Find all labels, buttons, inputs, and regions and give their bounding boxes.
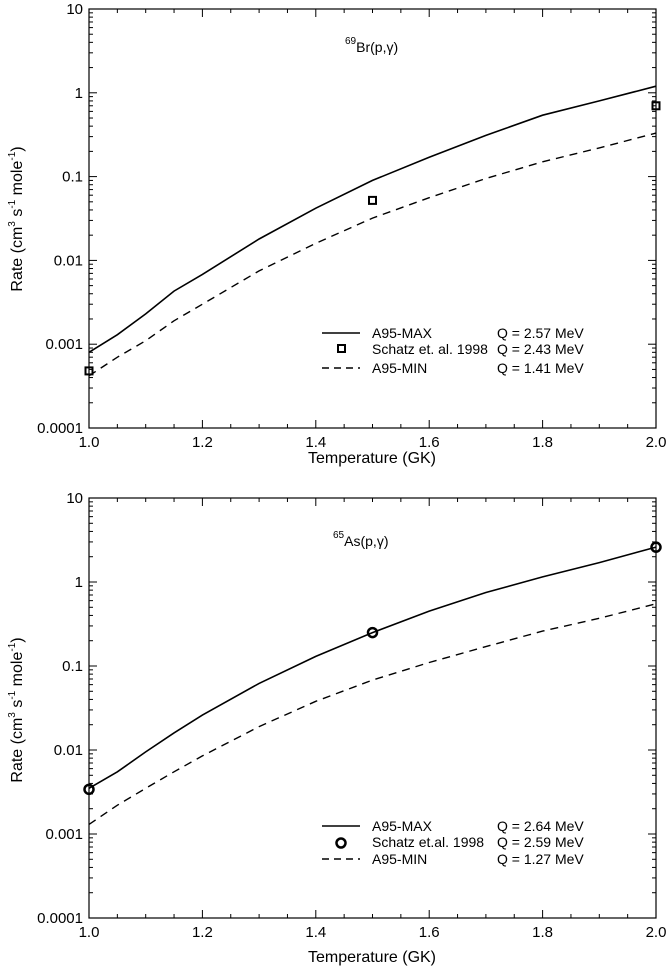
- series-layer: [83, 541, 662, 825]
- data-point-schatz: [84, 366, 94, 376]
- y-tick-label: 0.0001: [37, 910, 83, 927]
- x-tick-label: 1.6: [419, 924, 440, 941]
- legend-swatch-schatz: [337, 344, 346, 353]
- reaction-label: 69Br(p,γ): [345, 36, 398, 55]
- legend-q-max: Q = 2.57 MeV: [497, 325, 584, 341]
- x-tick-label: 1.2: [192, 924, 213, 941]
- series-layer: [84, 85, 661, 377]
- x-tick-label: 1.8: [532, 924, 553, 941]
- legend-q-schatz: Q = 2.59 MeV: [497, 834, 584, 850]
- legend-name-min: A95-MIN: [372, 360, 427, 376]
- legend-name-max: A95-MAX: [372, 325, 433, 341]
- y-tick-label: 0.01: [54, 742, 83, 759]
- y-tick-label: 10: [66, 490, 83, 507]
- axis-ticks: 1.0 1.2 1.4 1.6 1.8 2.0 0.0001 0.001 0.01 0.1 1 10: [37, 1, 666, 451]
- data-point-schatz: [650, 541, 662, 553]
- x-tick-label: 1.0: [79, 434, 100, 451]
- legend: A95-MAX Q = 2.57 MeV Schatz et. al. 1998…: [322, 325, 584, 376]
- x-tick-label: 2.0: [646, 924, 667, 941]
- data-point-schatz: [368, 195, 377, 205]
- legend-name-max: A95-MAX: [372, 818, 433, 834]
- y-tick-label: 10: [66, 1, 83, 18]
- data-point-schatz: [651, 101, 661, 111]
- y-tick-label: 0.0001: [37, 420, 83, 437]
- series-line-a95-max: [88, 546, 657, 789]
- x-tick-label: 1.0: [79, 924, 100, 941]
- axis-ticks: 1.0 1.2 1.4 1.6 1.8 2.0 0.0001 0.001 0.01 0.1 1 10: [37, 490, 666, 941]
- legend-name-min: A95-MIN: [372, 851, 427, 867]
- legend: A95-MAX Q = 2.64 MeV Schatz et.al. 1998 …: [322, 818, 584, 867]
- y-tick-label: 0.001: [45, 336, 83, 353]
- legend-swatch-schatz: [335, 837, 347, 849]
- series-line-a95-min: [88, 132, 657, 377]
- legend-q-max: Q = 2.64 MeV: [497, 818, 584, 834]
- legend-name-schatz: Schatz et.al. 1998: [372, 834, 484, 850]
- y-axis-label: Rate (cm3 s-1 mole-1): [7, 637, 26, 782]
- x-tick-label: 1.8: [532, 434, 553, 451]
- data-point-schatz: [83, 783, 95, 796]
- x-tick-label: 1.4: [305, 434, 326, 451]
- legend-q-min: Q = 1.41 MeV: [497, 360, 584, 376]
- y-tick-label: 1: [75, 85, 83, 102]
- data-point-schatz: [366, 626, 379, 639]
- series-line-a95-max: [88, 85, 657, 353]
- y-axis-label: Rate (cm3 s-1 mole-1): [7, 146, 26, 291]
- y-tick-label: 1: [75, 574, 83, 591]
- x-tick-label: 1.6: [419, 434, 440, 451]
- x-tick-label: 1.2: [192, 434, 213, 451]
- y-tick-label: 0.01: [54, 252, 83, 269]
- reaction-label: 65As(p,γ): [333, 530, 388, 549]
- x-tick-label: 2.0: [646, 434, 667, 451]
- y-tick-label: 0.1: [62, 658, 83, 675]
- y-tick-label: 0.1: [62, 169, 83, 186]
- x-tick-label: 1.4: [305, 924, 326, 941]
- x-axis-label: Temperature (GK): [308, 450, 436, 467]
- x-axis-label: Temperature (GK): [308, 949, 436, 966]
- legend-q-schatz: Q = 2.43 MeV: [497, 341, 584, 357]
- series-line-a95-min: [88, 603, 657, 825]
- legend-name-schatz: Schatz et. al. 1998: [372, 341, 488, 357]
- legend-q-min: Q = 1.27 MeV: [497, 851, 584, 867]
- y-tick-label: 0.001: [45, 826, 83, 843]
